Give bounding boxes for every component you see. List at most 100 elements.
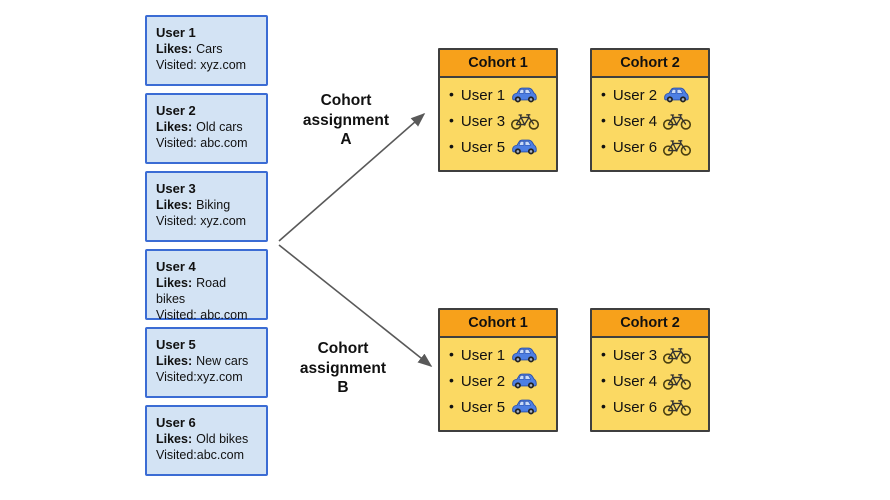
user-likes-line: Likes:Old cars <box>156 119 257 135</box>
user-name: User 5 <box>156 337 196 352</box>
bike-icon <box>510 112 540 130</box>
user-likes-line: Likes:Biking <box>156 197 257 213</box>
bullet-icon: • <box>449 138 454 154</box>
bullet-icon: • <box>601 372 606 388</box>
likes-value: Cars <box>196 42 223 56</box>
assignment-group-b: Cohort 1 • User 1 • User 2 • User 5 <box>438 308 710 432</box>
bullet-icon: • <box>449 86 454 102</box>
likes-value: Road bikes <box>156 276 227 306</box>
cohort-member-row: • User 4 <box>592 368 708 394</box>
car-icon <box>510 398 538 416</box>
likes-label: Likes: <box>156 120 193 134</box>
cohort-header: Cohort 1 <box>440 50 556 78</box>
car-icon <box>662 86 690 104</box>
user-card: User 1 Likes:Cars Visited: xyz.com <box>145 15 268 86</box>
user-card: User 3 Likes:Biking Visited: xyz.com <box>145 171 268 242</box>
cohort-member-row: • User 3 <box>592 342 708 368</box>
likes-label: Likes: <box>156 276 193 290</box>
cohort-header: Cohort 2 <box>592 310 708 338</box>
assignment-group-a: Cohort 1 • User 1 • User 3 • User 5 <box>438 48 710 172</box>
cohort-member-name: User 3 <box>460 112 506 130</box>
cohort-member-name: User 4 <box>612 372 658 390</box>
cohort-member-name: User 2 <box>460 372 506 390</box>
likes-label: Likes: <box>156 354 193 368</box>
cohort-member-name: User 6 <box>612 138 658 156</box>
cohort-box: Cohort 2 • User 2 • User 4 • User 6 <box>590 48 710 172</box>
cohort-member-name: User 1 <box>460 346 506 364</box>
user-visited-line: Visited:xyz.com <box>156 370 243 384</box>
assignment-label-line: assignment <box>302 111 390 129</box>
user-card: User 6 Likes:Old bikes Visited:abc.com <box>145 405 268 476</box>
cohort-box: Cohort 1 • User 1 • User 2 • User 5 <box>438 308 558 432</box>
likes-label: Likes: <box>156 432 193 446</box>
user-likes-line: Likes:Road bikes <box>156 275 257 307</box>
cohort-member-row: • User 3 <box>440 108 556 134</box>
assignment-label-line: B <box>337 379 349 396</box>
user-likes-line: Likes:New cars <box>156 353 257 369</box>
user-card: User 5 Likes:New cars Visited:xyz.com <box>145 327 268 398</box>
user-visited-line: Visited: xyz.com <box>156 58 247 72</box>
cohort-member-name: User 4 <box>612 112 658 130</box>
car-icon <box>510 372 538 390</box>
cohort-title: Cohort 1 <box>468 55 528 71</box>
bullet-icon: • <box>601 138 606 154</box>
car-icon <box>510 138 538 156</box>
likes-value: Biking <box>196 198 231 212</box>
cohort-title: Cohort 1 <box>468 315 528 331</box>
cohort-title: Cohort 2 <box>620 55 680 71</box>
cohort-member-row: • User 6 <box>592 394 708 420</box>
cohort-member-name: User 5 <box>460 398 506 416</box>
likes-value: New cars <box>196 354 249 368</box>
cohort-body: • User 2 • User 4 • User 6 <box>592 78 708 160</box>
bullet-icon: • <box>449 112 454 128</box>
bullet-icon: • <box>601 346 606 362</box>
assignment-label-line: A <box>340 131 352 148</box>
cohort-member-row: • User 4 <box>592 108 708 134</box>
bullet-icon: • <box>449 398 454 414</box>
bullet-icon: • <box>449 346 454 362</box>
car-icon <box>510 86 538 104</box>
user-name: User 2 <box>156 103 196 118</box>
user-column: User 1 Likes:Cars Visited: xyz.com User … <box>145 15 268 483</box>
user-likes-line: Likes:Cars <box>156 41 257 57</box>
car-icon <box>510 346 538 364</box>
bike-icon <box>662 372 692 390</box>
likes-value: Old bikes <box>196 432 249 446</box>
cohort-member-name: User 2 <box>612 86 658 104</box>
bullet-icon: • <box>601 86 606 102</box>
user-name: User 4 <box>156 259 196 274</box>
user-name: User 3 <box>156 181 196 196</box>
user-visited-line: Visited:abc.com <box>156 448 245 462</box>
cohort-body: • User 3 • User 4 • User 6 <box>592 338 708 420</box>
user-card: User 2 Likes:Old cars Visited: abc.com <box>145 93 268 164</box>
assignment-label-line: Cohort <box>320 92 372 109</box>
bullet-icon: • <box>449 372 454 388</box>
cohort-title: Cohort 2 <box>620 315 680 331</box>
cohort-member-row: • User 6 <box>592 134 708 160</box>
user-likes-line: Likes:Old bikes <box>156 431 257 447</box>
user-name: User 6 <box>156 415 196 430</box>
user-name: User 1 <box>156 25 196 40</box>
bike-icon <box>662 346 692 364</box>
cohort-box: Cohort 2 • User 3 • User 4 • User 6 <box>590 308 710 432</box>
user-visited-line: Visited: abc.com <box>156 308 248 322</box>
cohort-member-name: User 1 <box>460 86 506 104</box>
likes-label: Likes: <box>156 198 193 212</box>
cohort-member-row: • User 2 <box>440 368 556 394</box>
cohort-body: • User 1 • User 3 • User 5 <box>440 78 556 160</box>
assignment-label-line: Cohort <box>317 340 369 357</box>
cohort-member-row: • User 1 <box>440 342 556 368</box>
cohort-member-row: • User 5 <box>440 394 556 420</box>
bullet-icon: • <box>601 398 606 414</box>
cohort-member-name: User 6 <box>612 398 658 416</box>
cohort-member-row: • User 5 <box>440 134 556 160</box>
cohort-body: • User 1 • User 2 • User 5 <box>440 338 556 420</box>
user-visited-line: Visited: xyz.com <box>156 214 247 228</box>
cohort-member-row: • User 1 <box>440 82 556 108</box>
assignment-label-line: assignment <box>299 359 387 377</box>
bike-icon <box>662 138 692 156</box>
likes-value: Old cars <box>196 120 243 134</box>
